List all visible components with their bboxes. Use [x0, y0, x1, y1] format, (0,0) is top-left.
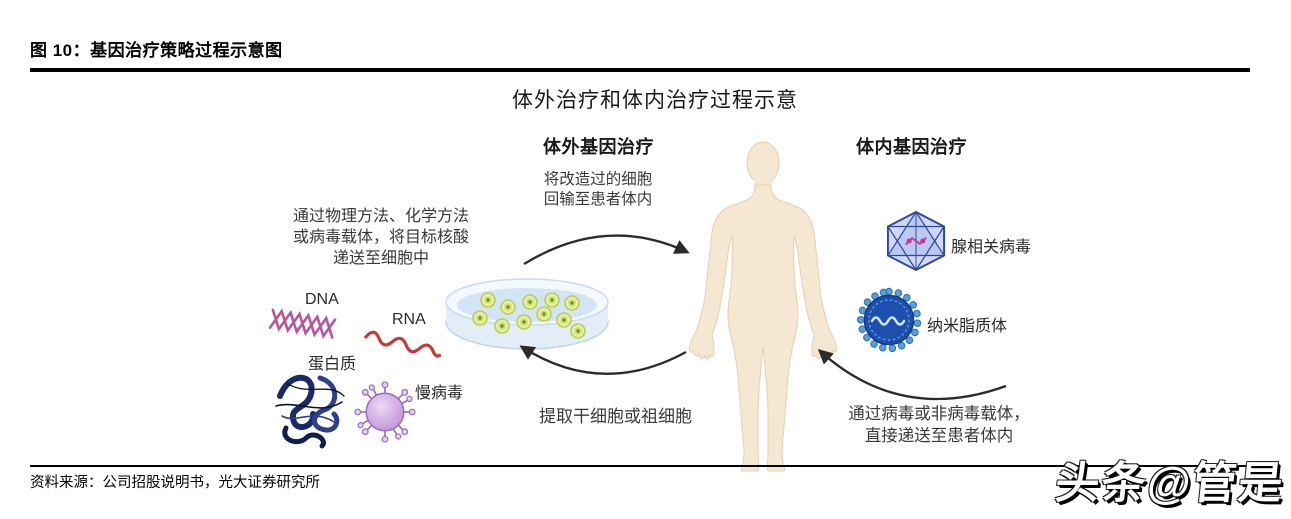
extract-note: 提取干细胞或祖细胞 [539, 407, 692, 426]
source-rule [30, 465, 1258, 467]
diagram-title: 体外治疗和体内治疗过程示意 [512, 88, 798, 112]
figure-title: 图 10：基因治疗策略过程示意图 [30, 41, 283, 60]
in-vivo-header: 体内基因治疗 [856, 137, 967, 157]
ex-vivo-delivery-note: 通过物理方法、化学方法 或病毒载体，将目标核酸 递送至细胞中 [292, 208, 469, 268]
dna-icon [268, 308, 337, 339]
reinfuse-note: 将改造过的细胞 回输至患者体内 [543, 171, 653, 209]
watermark: 头条@管是 [1053, 459, 1288, 508]
lentivirus-label: 慢病毒 [415, 385, 464, 402]
human-body-figure [688, 141, 838, 472]
lentivirus-icon [354, 381, 416, 443]
source-text: 资料来源：公司招股说明书，光大证券研究所 [30, 475, 320, 491]
liposome-icon [856, 287, 922, 353]
liposome-label: 纳米脂质体 [927, 318, 1008, 335]
aav-icon [886, 211, 946, 271]
rna-label: RNA [392, 311, 426, 328]
rna-icon [364, 330, 442, 358]
dna-label: DNA [305, 291, 339, 308]
in-vivo-delivery-arrow-icon [817, 348, 1007, 401]
title-rule [30, 68, 1250, 72]
petri-dish-icon [445, 278, 609, 350]
ex-vivo-header: 体外基因治疗 [543, 137, 654, 157]
protein-label: 蛋白质 [308, 356, 357, 373]
reinfuse-arrow-icon [523, 234, 690, 265]
protein-icon [275, 374, 345, 449]
in-vivo-delivery-note: 通过病毒或非病毒载体， 直接递送至患者体内 [848, 405, 1030, 445]
aav-label: 腺相关病毒 [951, 239, 1032, 256]
